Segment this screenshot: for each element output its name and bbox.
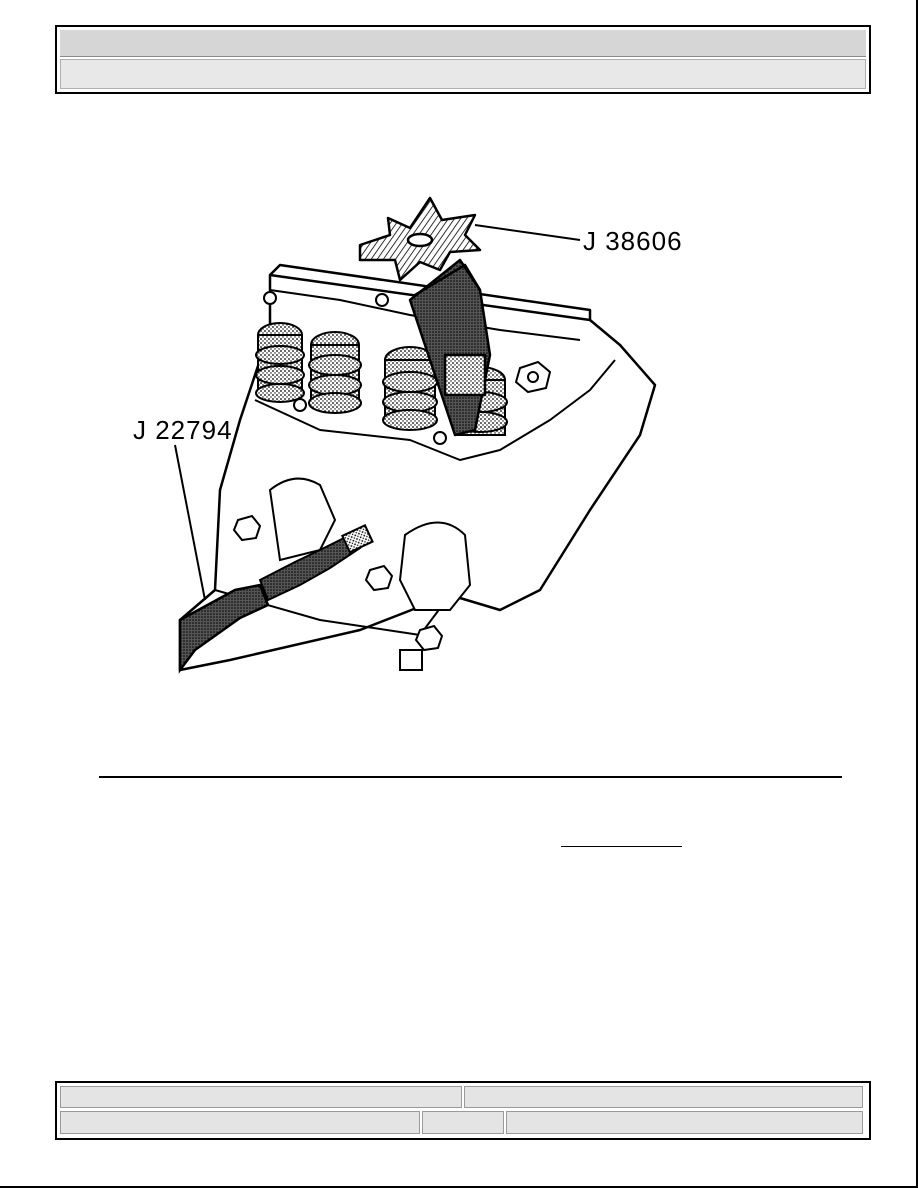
- leader-lines: [174, 224, 581, 601]
- cylinder-head-drawing: [174, 196, 657, 674]
- adapter-fittings: [258, 524, 374, 602]
- footer-cell-left-bottom: [60, 1111, 420, 1134]
- section-divider: [99, 776, 842, 778]
- air-hose: [178, 583, 270, 674]
- page-footer: [55, 1081, 871, 1140]
- footer-cell-right-bottom: [506, 1111, 863, 1134]
- footer-cell-middle-bottom: [422, 1111, 504, 1134]
- injector-nozzles: [232, 477, 472, 671]
- footer-cell-left-top: [60, 1086, 462, 1108]
- spring-compressor-tool: [408, 258, 492, 437]
- header-subtitle-bar: [60, 59, 866, 89]
- link-underline: [561, 846, 682, 847]
- tool-handle: [358, 196, 482, 282]
- page-header: [55, 25, 871, 94]
- footer-cell-right-top: [464, 1086, 863, 1108]
- tool-label-j22794: J 22794: [133, 415, 233, 445]
- head-bolt: [514, 360, 552, 394]
- rocker-rail: [263, 289, 581, 445]
- header-title-bar: [60, 30, 866, 57]
- tool-label-j38606: J 38606: [583, 226, 683, 256]
- engine-illustration: [120, 190, 720, 690]
